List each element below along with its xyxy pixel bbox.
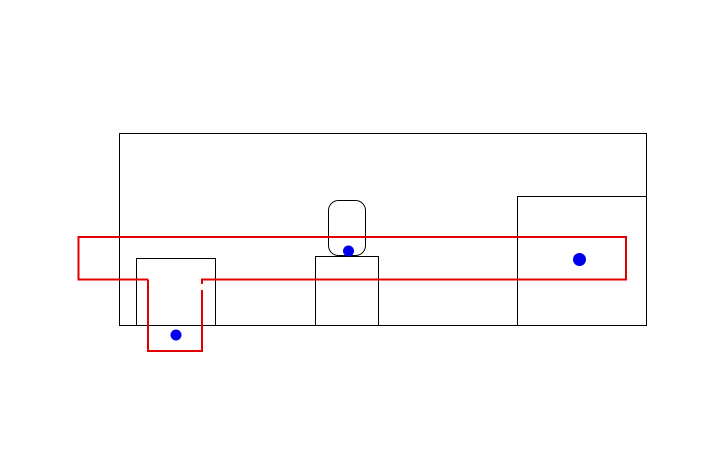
marker-center (343, 245, 354, 257)
red-route-path (77, 236, 627, 352)
marker-left (170, 329, 182, 341)
marker-right (573, 253, 586, 266)
right-box (517, 196, 647, 326)
center-box (315, 256, 379, 326)
left-small-box (136, 258, 216, 326)
outer-container-box (119, 133, 647, 326)
